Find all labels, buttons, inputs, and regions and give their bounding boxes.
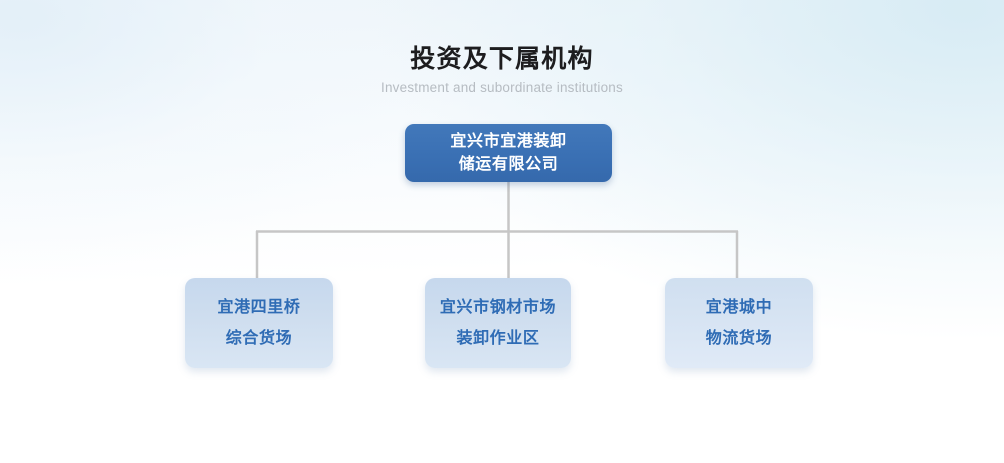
org-node-child-3-line-1: 宜港城中: [705, 299, 773, 316]
org-node-child-3[interactable]: 宜港城中 物流货场: [665, 278, 813, 368]
org-node-child-1-line-1: 宜港四里桥: [217, 299, 301, 316]
page-subtitle: Investment and subordinate institutions: [381, 80, 623, 95]
org-node-root[interactable]: 宜兴市宜港装卸 储运有限公司: [405, 124, 612, 182]
org-node-root-line-1: 宜兴市宜港装卸: [450, 133, 567, 150]
chart-header: 投资及下属机构 Investment and subordinate insti…: [0, 44, 1004, 96]
org-node-child-1[interactable]: 宜港四里桥 综合货场: [185, 278, 333, 368]
org-node-child-3-line-2: 物流货场: [705, 330, 773, 347]
org-node-child-2-line-1: 宜兴市钢材市场: [439, 299, 557, 316]
org-node-child-1-line-2: 综合货场: [225, 330, 293, 347]
org-node-child-2-line-2: 装卸作业区: [456, 330, 540, 347]
org-node-root-line-2: 储运有限公司: [458, 156, 559, 173]
org-node-child-2[interactable]: 宜兴市钢材市场 装卸作业区: [425, 278, 571, 368]
page-title: 投资及下属机构: [410, 45, 594, 73]
